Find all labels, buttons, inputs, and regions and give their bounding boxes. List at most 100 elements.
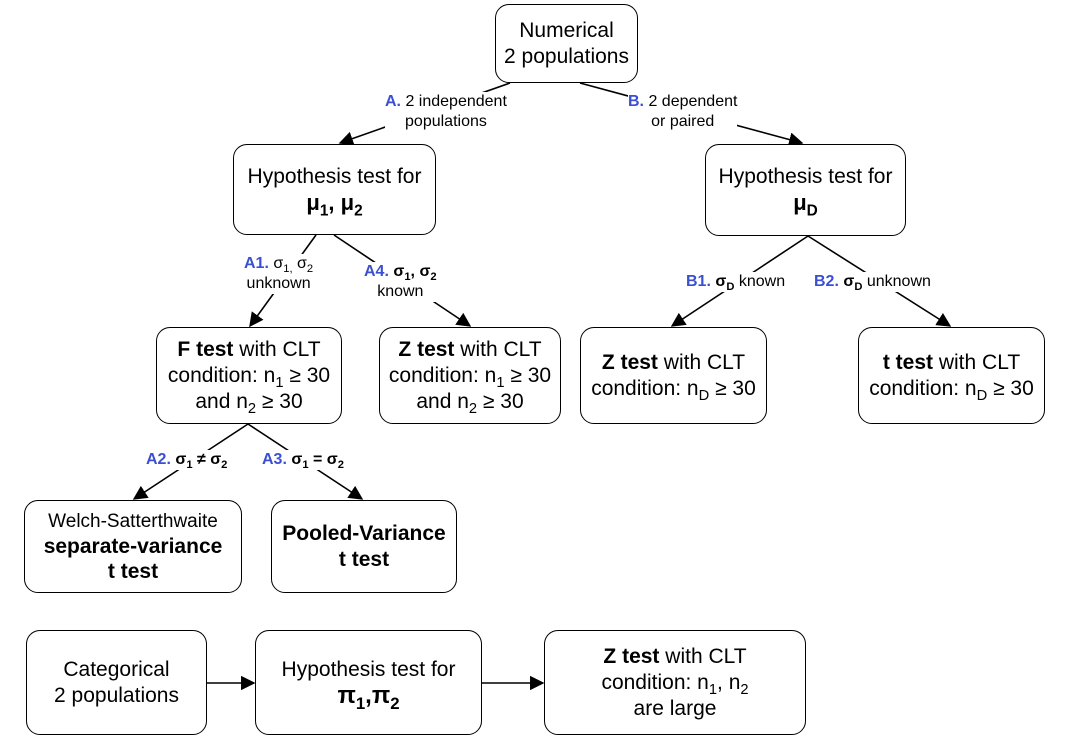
branch-tag: A4.: [364, 263, 389, 280]
mu-symbols: μD: [793, 190, 818, 220]
branch-tag: A1.: [244, 255, 269, 272]
branch-tag: B2.: [814, 273, 839, 290]
node-line: are large: [633, 696, 717, 720]
subscript: D: [806, 202, 818, 220]
node-line: condition: n1 ≥ 30: [389, 363, 551, 391]
node-line: Pooled-Variance: [282, 521, 446, 545]
welch-separate-variance-node: Welch-Satterthwaite separate-variance t …: [24, 500, 242, 593]
sigma: σ: [210, 451, 222, 468]
sigma: σ: [175, 451, 187, 468]
test-name: Z test: [603, 644, 660, 668]
separator: ,: [328, 189, 341, 215]
edge-a2-label: A2. σ1 ≠ σ2: [146, 450, 228, 471]
branch-text: known: [377, 283, 424, 300]
node-line: and n2 ≥ 30: [195, 389, 303, 417]
mu-symbol: μ: [340, 189, 355, 215]
subscript: 1,: [283, 262, 293, 275]
condition-text: ≥ 30: [477, 389, 524, 413]
sigma: σ: [393, 263, 405, 280]
categorical-populations-node: Categorical 2 populations: [26, 630, 207, 735]
sigma: σ: [326, 451, 338, 468]
condition-text: condition: n: [591, 376, 699, 400]
sigma: σ: [843, 273, 855, 290]
subscript: 2: [337, 458, 344, 471]
test-suffix: with CLT: [454, 337, 542, 361]
edge-a3-label: A3. σ1 = σ2: [262, 450, 344, 471]
pi-symbols: π1,π2: [337, 681, 399, 713]
branch-tag: B.: [628, 93, 644, 110]
branch-text: unknown: [862, 273, 931, 290]
pi-symbol: π: [337, 681, 356, 709]
subscript: 2: [221, 458, 228, 471]
branch-text: 2 independent: [405, 93, 507, 110]
mu-symbol: μ: [306, 189, 320, 215]
hypothesis-mu1-mu2-node: Hypothesis test for μ1, μ2: [233, 144, 436, 235]
condition-text: and n: [195, 389, 248, 413]
subscript: 1: [355, 693, 366, 713]
node-line: Welch-Satterthwaite: [48, 511, 218, 532]
test-suffix: with CLT: [933, 350, 1021, 374]
node-line: t test with CLT: [883, 350, 1020, 376]
subscript: D: [698, 387, 710, 404]
condition-text: ≥ 30: [256, 389, 303, 413]
branch-text: 2 dependent: [648, 93, 738, 110]
mu-symbols: μ1, μ2: [306, 189, 363, 219]
subscript: 1: [496, 374, 505, 391]
subscript: 2: [354, 201, 363, 219]
node-line: condition: n1 ≥ 30: [168, 363, 330, 390]
node-line: Hypothesis test for: [281, 657, 456, 681]
subscript: D: [854, 280, 863, 293]
condition-text: condition: n: [601, 670, 709, 694]
test-suffix: with CLT: [659, 644, 747, 668]
subscript: 2: [430, 270, 437, 283]
edge-b1-label: B1. σD known: [686, 272, 786, 293]
condition-text: ≥ 30: [709, 376, 756, 400]
edge-a1-label: A1. σ1, σ2 unknown: [244, 254, 314, 294]
relation-operator: ≠: [192, 451, 211, 468]
node-line: Numerical: [519, 18, 614, 42]
relation-operator: =: [308, 451, 327, 468]
node-line: condition: nD ≥ 30: [869, 376, 1034, 403]
f-test-node: F test with CLT condition: n1 ≥ 30 and n…: [156, 327, 342, 424]
node-line: 2 populations: [504, 44, 629, 68]
branch-tag: A2.: [146, 451, 171, 468]
test-name: F test: [177, 337, 234, 361]
branch-tag: A3.: [262, 451, 287, 468]
node-line: F test with CLT: [177, 337, 320, 363]
subscript: 2: [247, 400, 257, 417]
test-name: Z test: [601, 350, 658, 374]
node-line: Categorical: [63, 657, 170, 681]
z-test-a4-node: Z test with CLT condition: n1 ≥ 30 and n…: [379, 327, 561, 424]
edge-b2-label: B2. σD unknown: [814, 272, 931, 293]
node-line: Z test with CLT: [603, 644, 746, 670]
node-line: condition: nD ≥ 30: [591, 376, 756, 404]
sigma: σ: [715, 273, 727, 290]
hypothesis-pi1-pi2-node: Hypothesis test for π1,π2: [255, 630, 482, 735]
sigma-pair: σ1, σ2: [393, 263, 437, 283]
node-line: Z test with CLT: [398, 337, 541, 363]
branch-a-label: A. 2 independent populations: [385, 92, 507, 132]
subscript: 2: [306, 262, 314, 275]
condition-text: , n: [717, 670, 741, 694]
pi-symbol: π: [371, 681, 391, 709]
node-line: Hypothesis test for: [247, 164, 422, 188]
subscript: 1: [319, 201, 329, 219]
test-name: Z test: [398, 337, 455, 361]
sigma: σ: [273, 255, 284, 272]
separator: ,: [365, 681, 372, 709]
node-line: t test: [107, 560, 159, 583]
edge-a4-label: A4. σ1, σ2 known: [364, 262, 437, 302]
separator: ,: [410, 263, 420, 280]
sigma: σ: [292, 255, 307, 272]
subscript: 2: [740, 681, 749, 698]
sigma: σ: [291, 451, 303, 468]
subscript: 1: [404, 270, 411, 283]
branch-tag: B1.: [686, 273, 711, 290]
node-line: t test: [338, 547, 390, 571]
branch-b-label: B. 2 dependent or paired: [628, 92, 738, 132]
condition-text: ≥ 30: [987, 376, 1034, 400]
node-line: condition: n1, n2: [601, 670, 749, 698]
hypothesis-muD-node: Hypothesis test for μD: [705, 144, 906, 236]
subscript: 1: [186, 458, 193, 471]
